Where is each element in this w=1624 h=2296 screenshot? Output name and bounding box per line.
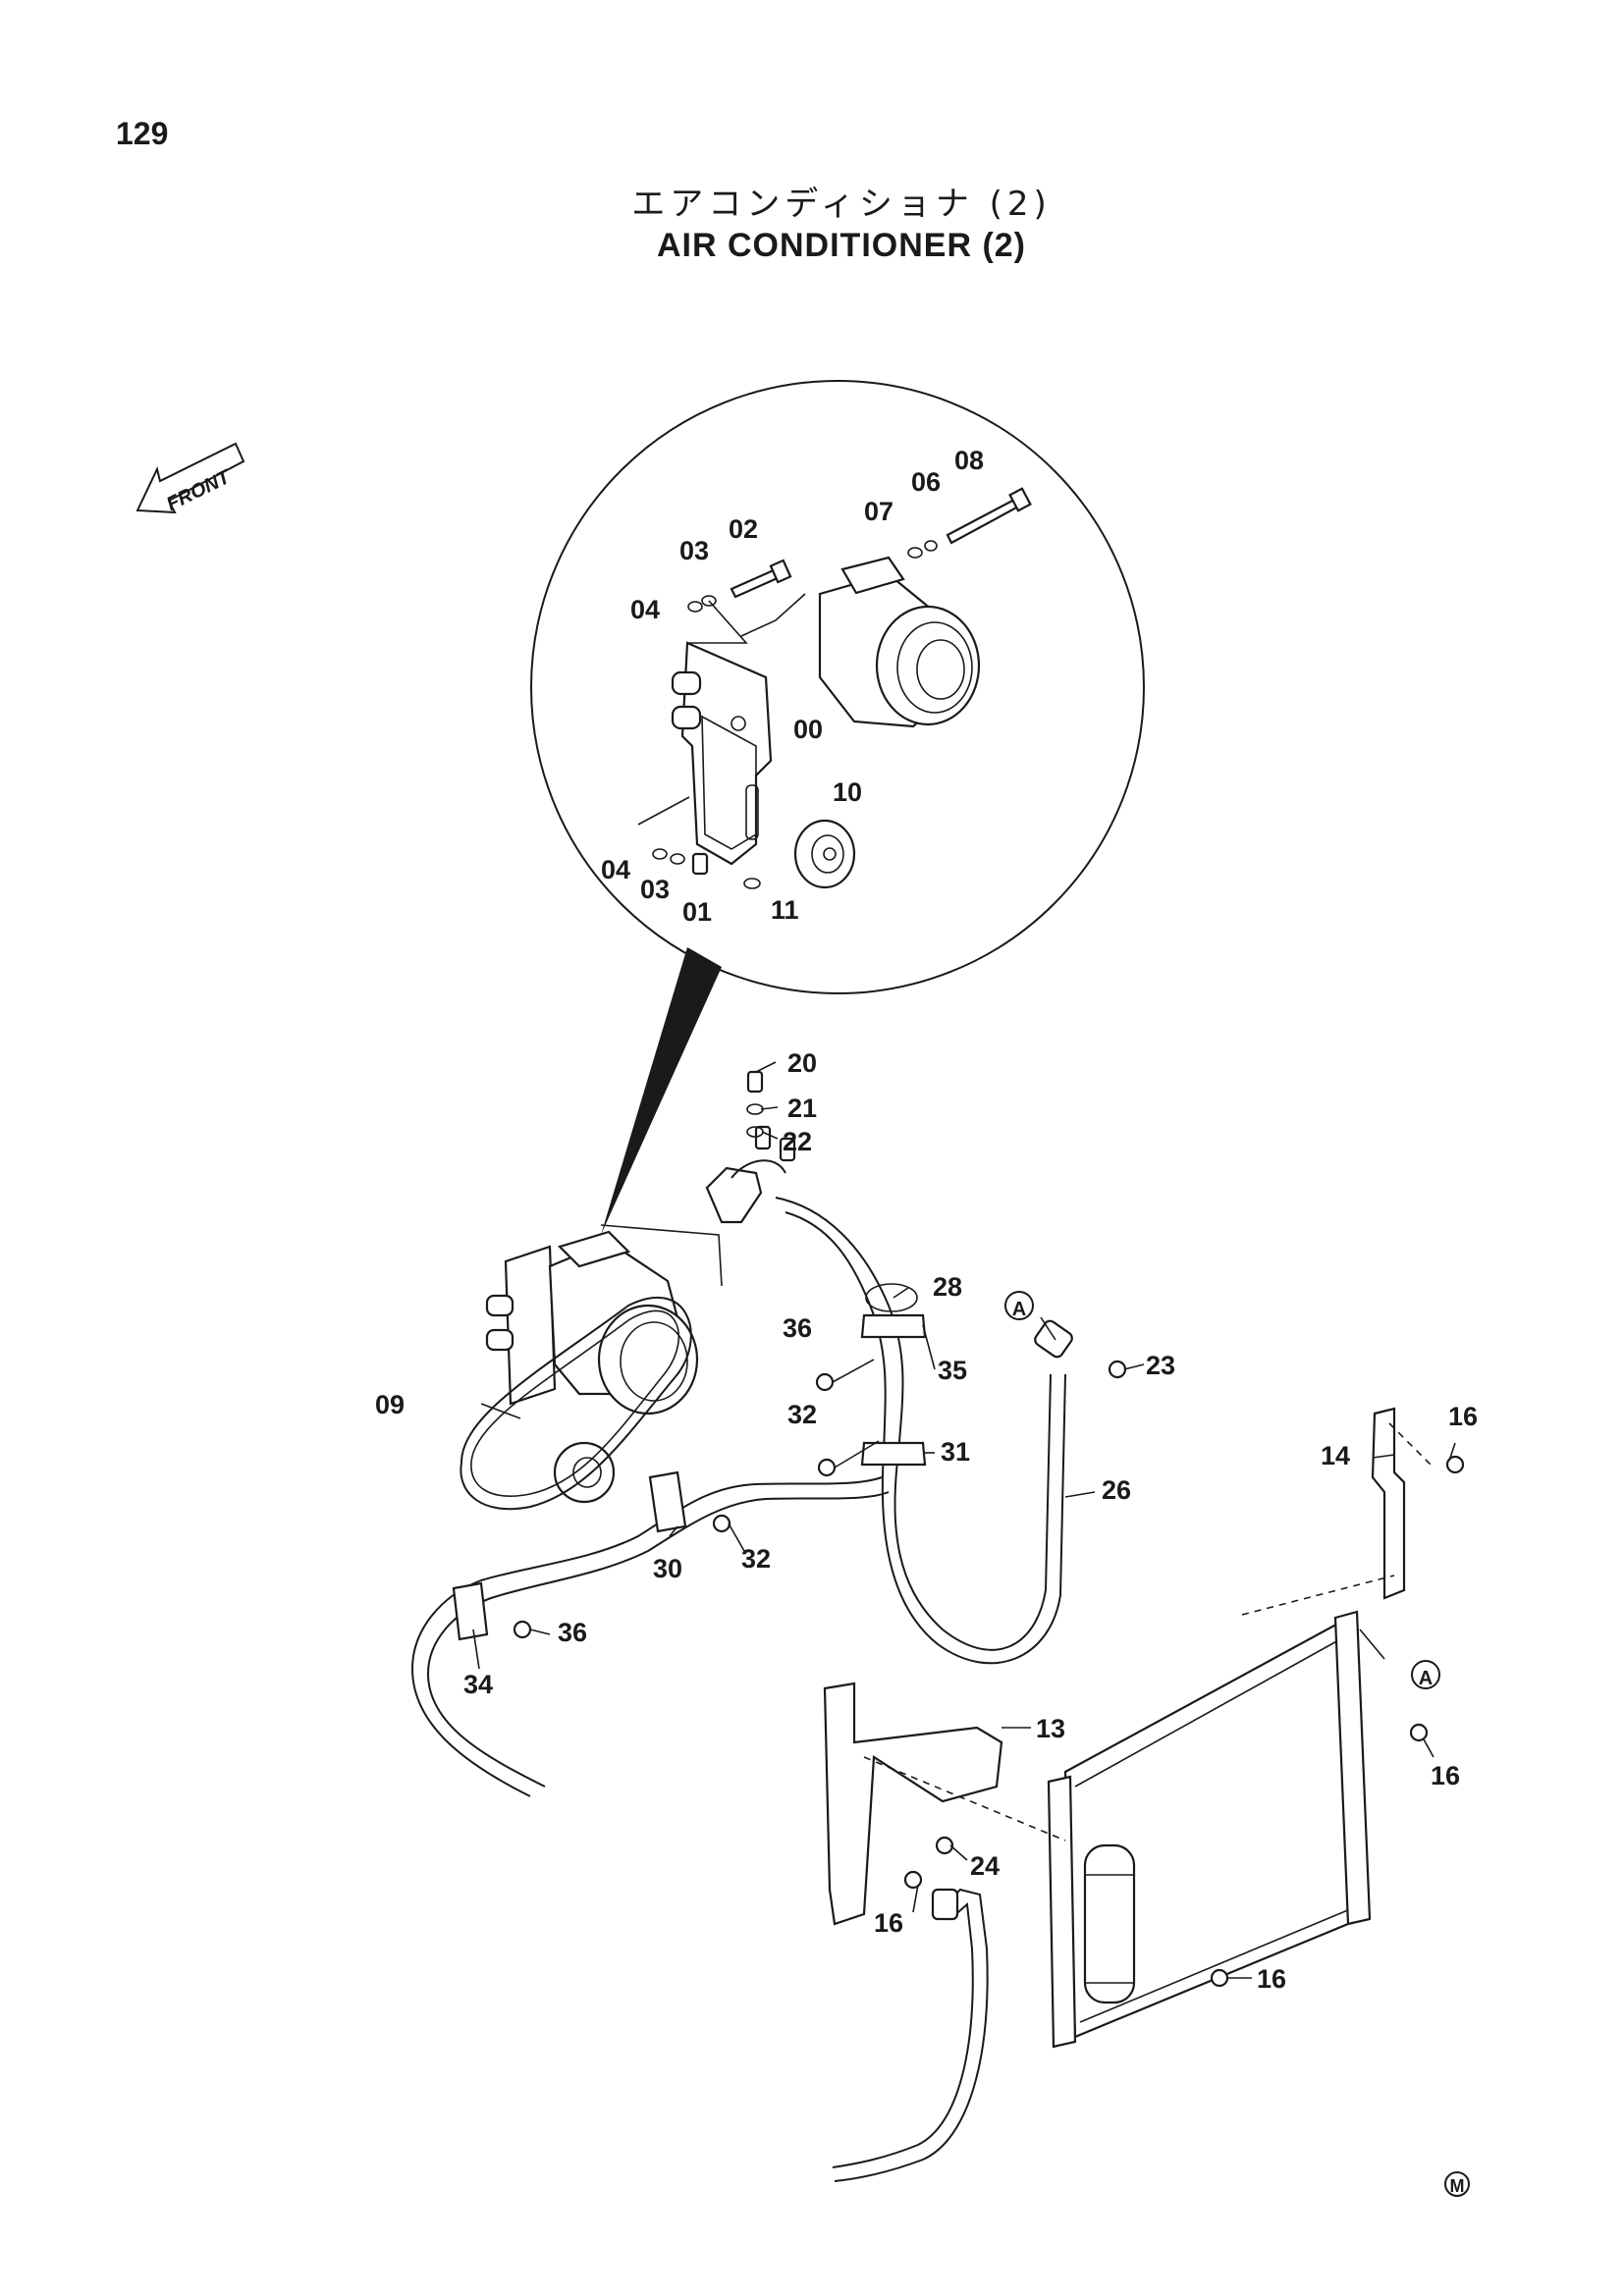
- callout-16-right: 16: [1431, 1761, 1460, 1790]
- connector-a-right: A: [1419, 1668, 1433, 1689]
- callout-21: 21: [787, 1094, 817, 1123]
- callout-00: 00: [793, 715, 823, 744]
- callout-02: 02: [729, 514, 758, 544]
- callout-16-bottom: 16: [1257, 1964, 1286, 1994]
- callout-24: 24: [970, 1851, 1000, 1881]
- callout-04-bottom: 04: [601, 855, 630, 884]
- corner-mark: M: [1450, 2176, 1465, 2196]
- callout-06: 06: [911, 467, 941, 497]
- callout-14: 14: [1321, 1441, 1350, 1470]
- callout-16-topright: 16: [1448, 1402, 1478, 1431]
- callout-labels: 04 03 02 07 06 08 00 10 04 03 01 11 20 2…: [375, 446, 1478, 1994]
- callout-23: 23: [1146, 1351, 1175, 1380]
- page-title: エアコンディショナ (2) AIR CONDITIONER (2): [0, 177, 1624, 265]
- callout-04-top: 04: [630, 595, 660, 624]
- callout-34: 34: [463, 1670, 493, 1699]
- title-japanese: エアコンディショナ (2): [631, 185, 1052, 224]
- leader-lines: [472, 1061, 1456, 1979]
- front-arrow-icon: FRONT: [135, 442, 245, 515]
- callout-16-left: 16: [874, 1908, 903, 1938]
- connector-marks: A A M: [1004, 1291, 1470, 2197]
- callout-08: 08: [954, 446, 984, 475]
- callout-20: 20: [787, 1048, 817, 1078]
- compressor-assembly: [460, 1224, 723, 1511]
- callout-35: 35: [938, 1356, 967, 1385]
- page-number: 129: [116, 116, 169, 151]
- callout-22: 22: [783, 1127, 812, 1156]
- callout-03-top: 03: [679, 536, 709, 565]
- callout-32-lower: 32: [741, 1544, 771, 1574]
- condenser-assembly: [823, 1407, 1435, 2182]
- callout-32-upper: 32: [787, 1400, 817, 1429]
- callout-10: 10: [833, 777, 862, 807]
- callout-26: 26: [1102, 1475, 1131, 1505]
- callout-09: 09: [375, 1390, 405, 1419]
- fasteners: [513, 1070, 1465, 1988]
- connector-a-top: A: [1012, 1299, 1026, 1320]
- compressor-detail: [637, 487, 1032, 889]
- callout-36-upper: 36: [783, 1313, 812, 1343]
- callout-11: 11: [771, 895, 799, 925]
- title-english: AIR CONDITIONER (2): [657, 227, 1026, 264]
- detail-pointer: [601, 947, 722, 1235]
- callout-07: 07: [864, 497, 893, 526]
- callout-13: 13: [1036, 1714, 1065, 1743]
- callout-03-bottom: 03: [640, 875, 670, 904]
- callout-01: 01: [682, 897, 712, 927]
- callout-36-lower: 36: [558, 1618, 587, 1647]
- callout-30: 30: [653, 1554, 682, 1583]
- detail-view-circle: [530, 380, 1145, 1235]
- callout-31: 31: [941, 1437, 970, 1467]
- hose-assembly: [410, 1125, 1073, 1797]
- callout-28: 28: [933, 1272, 962, 1302]
